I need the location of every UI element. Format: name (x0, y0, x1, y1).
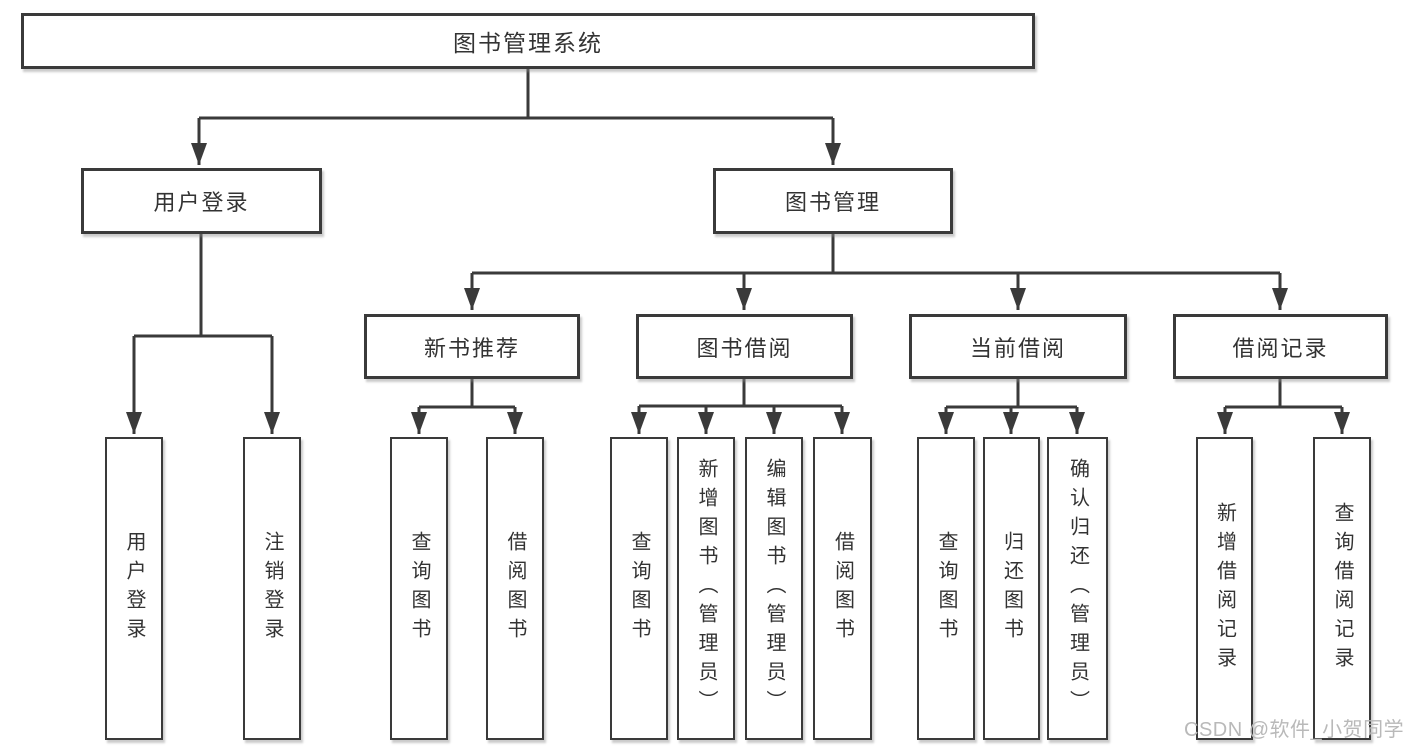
leaf-edit-books-admin: 编辑图书（管理员） (745, 437, 803, 740)
leaf-borrow-books-recommend-label: 借阅图书 (504, 530, 526, 647)
node-book-borrowing-label: 图书借阅 (696, 335, 793, 361)
leaf-edit-books-admin-label: 编辑图书（管理员） (763, 458, 785, 719)
node-user-login-label: 用户登录 (153, 190, 250, 215)
node-borrowing-records-label: 借阅记录 (1232, 335, 1329, 361)
node-library-management-system: 图书管理系统 (21, 13, 1035, 69)
leaf-logout: 注销登录 (243, 437, 301, 740)
leaf-return-books: 归还图书 (983, 437, 1040, 740)
leaf-query-borrow-record: 查询借阅记录 (1313, 437, 1371, 740)
leaf-confirm-return-admin-label: 确认归还（管理员） (1066, 458, 1089, 719)
leaf-query-books-recommend: 查询图书 (390, 437, 448, 740)
node-user-login: 用户登录 (81, 168, 322, 234)
leaf-add-borrow-record: 新增借阅记录 (1196, 437, 1253, 740)
node-current-borrowing: 当前借阅 (909, 314, 1127, 379)
leaf-confirm-return-admin: 确认归还（管理员） (1047, 437, 1108, 740)
node-borrowing-records: 借阅记录 (1173, 314, 1388, 379)
node-library-management-system-label: 图书管理系统 (453, 30, 603, 56)
leaf-user-login-label: 用户登录 (123, 530, 145, 647)
leaf-borrow-books-label: 借阅图书 (831, 530, 854, 647)
node-new-book-recommend: 新书推荐 (364, 314, 580, 379)
leaf-add-borrow-record-label: 新增借阅记录 (1213, 501, 1236, 676)
node-current-borrowing-label: 当前借阅 (969, 335, 1066, 361)
leaf-return-books-label: 归还图书 (1000, 530, 1023, 647)
node-book-management: 图书管理 (713, 168, 953, 234)
leaf-add-books-admin: 新增图书（管理员） (677, 437, 735, 740)
leaf-query-books-recommend-label: 查询图书 (408, 530, 430, 647)
node-new-book-recommend-label: 新书推荐 (423, 335, 520, 361)
leaf-query-books-borrowing: 查询图书 (610, 437, 668, 740)
leaf-borrow-books-recommend: 借阅图书 (486, 437, 544, 740)
leaf-user-login: 用户登录 (105, 437, 163, 740)
csdn-watermark: CSDN @软件_小贺同学 (1184, 719, 1405, 741)
node-book-management-label: 图书管理 (784, 190, 881, 215)
node-book-borrowing: 图书借阅 (636, 314, 853, 379)
leaf-query-books-current-label: 查询图书 (935, 530, 957, 647)
leaf-add-books-admin-label: 新增图书（管理员） (695, 458, 717, 719)
leaf-query-books-current: 查询图书 (917, 437, 975, 740)
leaf-borrow-books: 借阅图书 (813, 437, 872, 740)
leaf-query-borrow-record-label: 查询借阅记录 (1331, 501, 1353, 676)
leaf-logout-label: 注销登录 (261, 530, 283, 647)
leaf-query-books-borrowing-label: 查询图书 (628, 530, 650, 647)
